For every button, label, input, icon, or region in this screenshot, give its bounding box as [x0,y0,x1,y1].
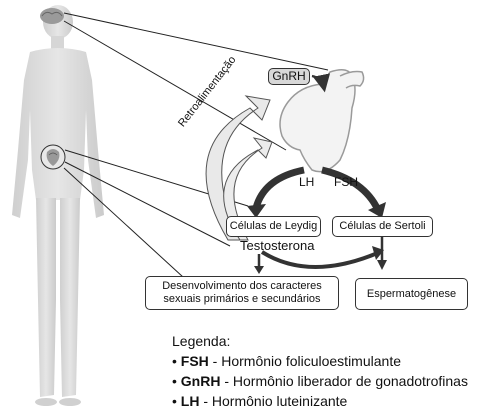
legend-title: Legenda: [172,333,231,349]
legend-bullet: • [172,353,177,369]
brain-icon [40,8,64,24]
legend-bullet: • [172,373,177,389]
legend-abbr: LH [180,393,200,409]
human-body-figure [12,5,104,406]
legend-text: - Hormônio foliculoestimulante [208,353,401,369]
development-line1: Desenvolvimento dos caracteres [162,280,322,292]
testis-icon [40,144,66,170]
legend-text: - Hormônio luteinizante [199,393,348,409]
sexual-development-box: Desenvolvimento dos caracteres sexuais p… [145,276,339,310]
legend-abbr: FSH [180,353,209,369]
legend-bullet: • [172,393,177,409]
sertoli-cells-text: Células de Sertoli [339,220,426,232]
fsh-text: FSH [334,175,358,189]
pituitary-gland-shape [279,69,365,173]
legend-item-gnrh: • GnRH - Hormônio liberador de gonadotro… [172,371,468,391]
legend-abbr: GnRH [180,373,221,389]
gnrh-text: GnRH [272,69,306,83]
fsh-label: FSH [334,175,358,189]
spermatogenesis-box: Espermatogênese [355,278,468,310]
lh-fsh-arrows [247,166,386,218]
feedback-arrows [205,95,273,241]
testosterone-text: Testosterona [240,238,315,253]
gnrh-arrow [311,73,331,93]
leydig-cells-box: Células de Leydig [226,216,321,237]
gnrh-label: GnRH [268,68,310,85]
sertoli-cells-box: Células de Sertoli [332,216,433,237]
legend-item-lh: • LH - Hormônio luteinizante [172,391,468,411]
legend: Legenda: • FSH - Hormônio foliculoestimu… [172,331,468,411]
down-arrows [254,237,387,274]
lh-text: LH [299,175,315,189]
testosterone-label: Testosterona [240,238,314,253]
development-line2: sexuais primários e secundários [163,293,321,305]
legend-item-fsh: • FSH - Hormônio foliculoestimulante [172,351,468,371]
legend-text: - Hormônio liberador de gonadotrofinas [220,373,468,389]
leydig-cells-text: Células de Leydig [229,220,318,232]
lh-label: LH [299,175,314,189]
spermatogenesis-text: Espermatogênese [366,287,457,300]
